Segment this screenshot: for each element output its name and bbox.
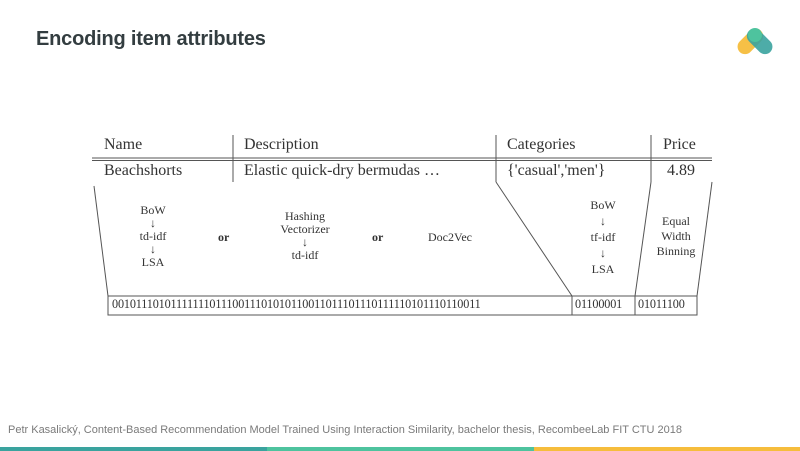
step-lsa: LSA: [141, 255, 165, 269]
step-bow: BoW: [590, 198, 616, 212]
arrow-down-icon: ↓: [600, 246, 606, 260]
row-categories: {'casual','men'}: [507, 162, 606, 179]
header-name: Name: [104, 136, 143, 153]
footer-bar-green: [267, 447, 534, 451]
step-tdidf: td-idf: [139, 229, 167, 243]
header-description: Description: [244, 136, 319, 153]
arrow-down-icon: ↓: [302, 235, 308, 249]
encoder-doc2vec: Doc2Vec: [428, 230, 472, 244]
footer-bar-yellow: [534, 447, 800, 451]
footer-bar-teal: [0, 447, 267, 451]
header-price: Price: [663, 136, 696, 153]
row-name: Beachshorts: [104, 162, 183, 179]
step-bow: BoW: [140, 203, 166, 217]
slide-title: Encoding item attributes: [36, 28, 266, 50]
footer-citation: Petr Kasalický, Content-Based Recommenda…: [8, 424, 682, 436]
or-label-1: or: [218, 230, 230, 244]
vector-categories-bits: 01100001: [575, 297, 623, 311]
vector-description-bits: 0010111010111111101110011101010110011011…: [112, 297, 481, 311]
step-vectorizer: Vectorizer: [280, 222, 330, 236]
step-tfidf: tf-idf: [590, 230, 616, 244]
arrow-down-icon: ↓: [600, 214, 606, 228]
step-lsa: LSA: [591, 262, 615, 276]
step-width: Width: [661, 229, 691, 243]
encoder-bow-tdidf-lsa: BoW ↓ td-idf ↓ LSA: [133, 204, 173, 269]
encoder-price: Equal Width Binning: [650, 214, 702, 259]
or-label-2: or: [372, 230, 384, 244]
header-categories: Categories: [507, 136, 576, 153]
row-price: 4.89: [667, 162, 695, 179]
arrow-down-icon: ↓: [150, 216, 156, 230]
row-description: Elastic quick-dry bermudas …: [244, 162, 440, 179]
recombee-logo-icon: [737, 28, 773, 55]
encoder-categories: BoW ↓ tf-idf ↓ LSA: [583, 197, 623, 277]
encoder-hashing-vectorizer: Hashing Vectorizer ↓ td-idf: [265, 210, 345, 262]
step-equal: Equal: [662, 214, 690, 228]
step-tdidf: td-idf: [291, 248, 319, 262]
step-hashing: Hashing: [285, 209, 325, 223]
step-binning: Binning: [656, 244, 696, 258]
vector-price-bits: 01011100: [638, 297, 685, 311]
arrow-down-icon: ↓: [150, 242, 156, 256]
